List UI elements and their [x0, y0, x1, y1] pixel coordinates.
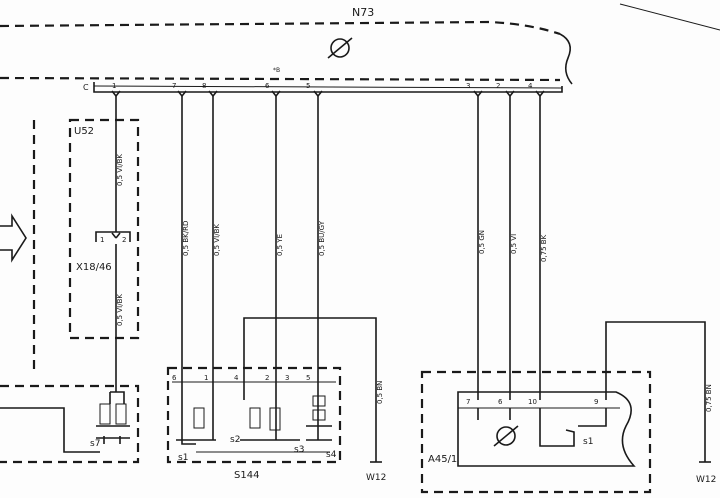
s1-label: s1 [178, 453, 188, 463]
s144-switches-icon [176, 380, 332, 453]
wire-label-1b: 0,5 VI/BK [116, 294, 124, 326]
s144-pin-1: 1 [204, 374, 208, 382]
wire-label-3: 0,5 GN [478, 230, 486, 254]
wires [115, 96, 706, 462]
wire-label-7: 0,5 BK/RD [182, 221, 190, 256]
wire-label-g1: 0,5 BN [376, 381, 384, 404]
n73-outline [0, 3, 720, 85]
pin-star-label: *B [273, 67, 280, 74]
pin-label-2: 2 [496, 82, 500, 90]
pin-label-5: 5 [306, 82, 310, 90]
ground-label-2: W12 [696, 475, 716, 485]
u52-label: U52 [74, 126, 94, 137]
a45-pin-9: 9 [594, 398, 598, 406]
pin-label-8: 8 [202, 82, 206, 90]
pin-label-1: 1 [112, 82, 116, 90]
connector-c [93, 82, 563, 93]
a45-outer-outline [420, 370, 652, 494]
wire-label-2: 0,5 VI [510, 234, 518, 254]
s144-outline [166, 366, 342, 464]
s144-label: S144 [234, 470, 259, 481]
a45-pin-7: 7 [466, 398, 470, 406]
a45-s1-label: s1 [583, 437, 593, 447]
a45-sensor-icon [477, 408, 607, 447]
lower-left-frame [0, 384, 140, 464]
s3-label: s3 [294, 445, 304, 455]
s144-pin-2: 2 [265, 374, 269, 382]
a45-pin-10: 10 [528, 398, 537, 406]
wire-label-1a: 0,5 VI/BK [116, 154, 124, 186]
s4-label: s4 [326, 450, 337, 460]
n73-sensor-icon [327, 37, 353, 59]
wire-label-4: 0,75 BK [540, 234, 548, 262]
pin-label-7: 7 [172, 82, 176, 90]
wire-label-6: 0,5 YE [276, 234, 284, 256]
x18-connector [95, 231, 131, 242]
a45-inner-outline [457, 391, 636, 467]
wire-label-g2: 0,75 BN [705, 384, 713, 412]
s7-label: s7 [90, 439, 100, 449]
connector-pin-markers [111, 90, 545, 97]
s144-pin-3: 3 [285, 374, 289, 382]
n73-label: N73 [352, 6, 374, 19]
x18-pin-2: 2 [122, 236, 126, 244]
pin-label-6: 6 [265, 82, 270, 90]
pin-label-4: 4 [528, 82, 533, 90]
u52-outline [68, 118, 140, 340]
wire-label-5: 0,5 BU/GY [318, 220, 326, 256]
x18-pin-1: 1 [100, 236, 104, 244]
s144-pin-4: 4 [234, 374, 239, 382]
arrow-right-icon [0, 213, 27, 263]
s144-pin-6: 6 [172, 374, 177, 382]
pin-label-3: 3 [466, 82, 470, 90]
s2-label: s2 [230, 435, 240, 445]
a45-label: A45/1 [428, 454, 457, 465]
wire-label-8: 0,5 VI/BK [213, 224, 221, 256]
s7-switch-icon [0, 391, 130, 453]
a45-pin-6: 6 [498, 398, 503, 406]
connector-name: C [83, 83, 89, 92]
s144-pin-5: 5 [306, 374, 310, 382]
x18-label: X18/46 [76, 262, 112, 273]
ground-label-1: W12 [366, 473, 386, 483]
